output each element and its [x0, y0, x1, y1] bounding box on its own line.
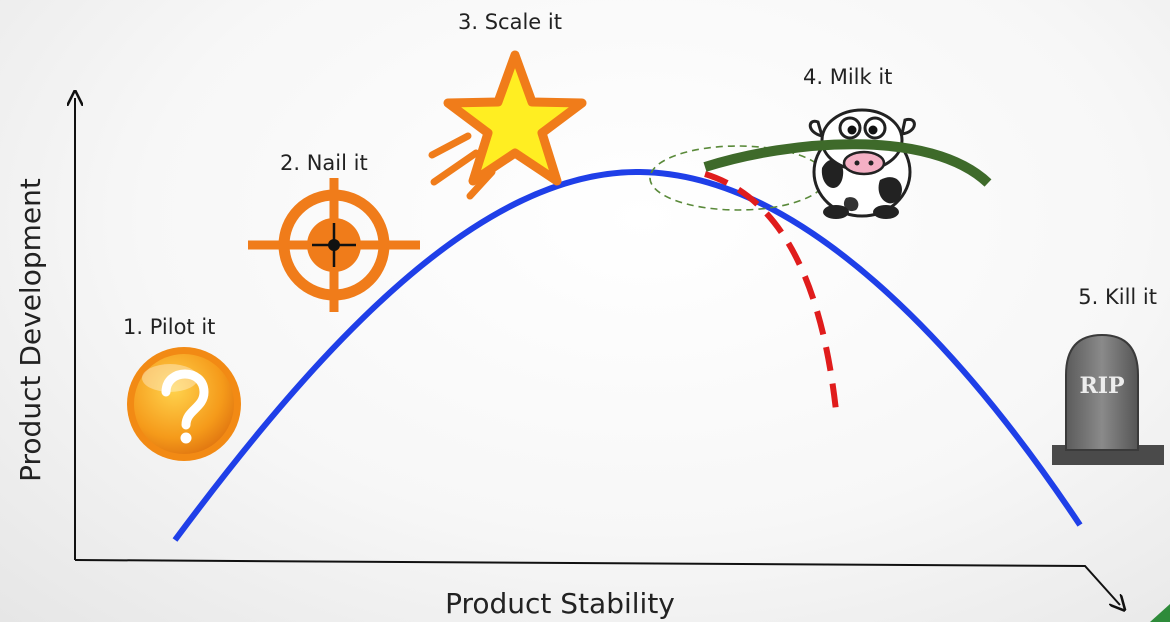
y-axis-label: Product Development: [14, 178, 47, 482]
stage-label-scale: 3. Scale it: [458, 10, 562, 34]
question-badge-icon: [127, 347, 241, 461]
x-axis: [74, 559, 1120, 605]
tombstone-icon: RIP: [1052, 333, 1164, 465]
stage-label-nail: 2. Nail it: [280, 151, 368, 175]
corner-accent: [1150, 604, 1170, 622]
target-crosshair-icon: [248, 178, 420, 312]
stage-label-kill: 5. Kill it: [1078, 285, 1157, 309]
cow-icon: [808, 108, 916, 219]
stage-label-milk: 4. Milk it: [803, 65, 892, 89]
stage-label-pilot: 1. Pilot it: [123, 315, 215, 339]
tombstone-text: RIP: [1079, 373, 1124, 399]
decline-dashed-curve: [704, 171, 840, 421]
lifecycle-curve: [172, 168, 1083, 542]
star-icon: [428, 50, 587, 200]
x-axis-label: Product Stability: [445, 587, 675, 620]
milk-plateau-curve: [703, 139, 992, 187]
